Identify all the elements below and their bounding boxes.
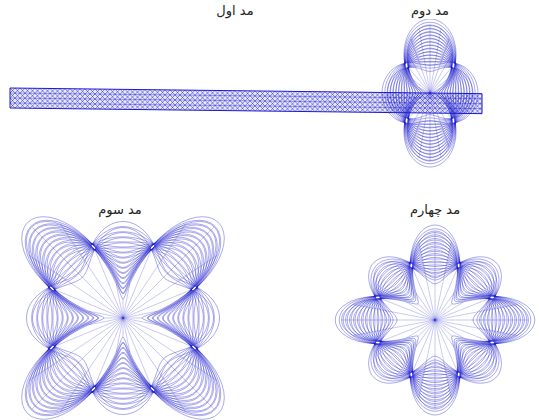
tube-mode-3 — [22, 217, 225, 420]
tube-mode-2 — [382, 19, 478, 167]
mode-title: مد اول — [213, 3, 256, 19]
tube-mode-4 — [335, 225, 535, 415]
mode-title: مد سوم — [95, 202, 145, 218]
mode-title: مد چهارم — [407, 202, 463, 218]
mode-title: مد دوم — [408, 3, 452, 19]
